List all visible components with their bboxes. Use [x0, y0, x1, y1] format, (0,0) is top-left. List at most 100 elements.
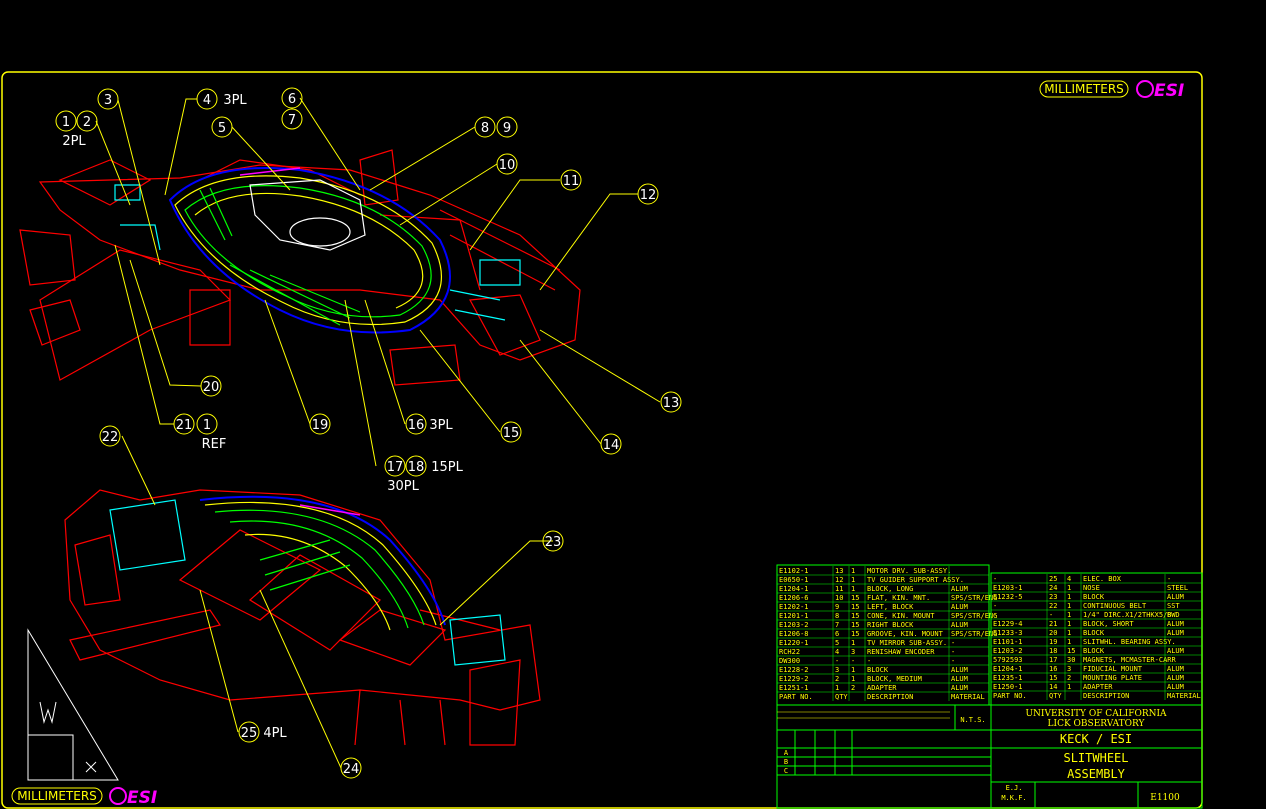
bom-cell: 15 — [851, 594, 859, 602]
esi-logo-top: ESI — [1136, 80, 1184, 101]
bom-cell: 24 — [1049, 584, 1057, 592]
bom-cell: CONTINUOUS BELT — [1083, 602, 1147, 610]
bom-cell: 2 — [1067, 674, 1071, 682]
callout-1: 1 — [62, 115, 70, 130]
bom-cell: ALUM — [951, 621, 968, 629]
bom-cell: 3 — [851, 648, 855, 656]
units-badge-bottom: MILLIMETERS — [11, 787, 103, 805]
bom-cell: - — [951, 648, 955, 656]
leader-lines — [95, 97, 661, 769]
bom-header-cell: QTY — [1049, 692, 1062, 700]
bom-cell: E1206-8 — [779, 630, 809, 638]
callout-4-3pl: 3PL — [223, 93, 247, 108]
callout-16: 16 — [408, 418, 425, 433]
bom-cell: CONE, KIN. MOUNT — [867, 612, 935, 620]
callout-21-1: 1 — [203, 418, 211, 433]
bom-cell: 15 — [1049, 674, 1057, 682]
bom-cell: BLOCK — [1083, 629, 1105, 637]
bom-cell: E1204-1 — [993, 665, 1023, 673]
bom-cell: E1202-1 — [779, 603, 809, 611]
bom-cell: 19 — [1049, 638, 1057, 646]
bom-cell: - — [1049, 611, 1053, 619]
callout-21: 21 — [176, 418, 193, 433]
bom-cell: E1250-1 — [993, 683, 1023, 691]
bom-cell: LEFT, BLOCK — [867, 603, 914, 611]
bom-header-cell: DESCRIPTION — [867, 693, 913, 701]
bom-cell: NOSE — [1083, 584, 1100, 592]
balloon-labels: 1 2 2PL 3 4 3PL 5 6 7 8 9 10 11 12 13 14… — [62, 92, 679, 777]
bom-cell: 8 — [835, 612, 839, 620]
esi-logo-text-top: ESI — [1154, 81, 1184, 101]
bom-cell: E1203-2 — [779, 621, 809, 629]
bom-cell: SPS/STR/ENG — [951, 612, 997, 620]
bom-cell: E1251-1 — [779, 684, 809, 692]
bom-cell: 23 — [1049, 593, 1057, 601]
bom-header-cell: MATERIAL — [1167, 692, 1201, 700]
bom-cell: RIGHT BLOCK — [867, 621, 914, 629]
callout-9: 9 — [503, 121, 511, 136]
bom-cell: E1229-4 — [993, 620, 1023, 628]
bom-cell: BLOCK — [1083, 647, 1105, 655]
bom-cell: ALUM — [951, 675, 968, 683]
slitwheel-iso-bottom-view — [64, 489, 541, 746]
bom-cell: MOTOR DRV. SUB-ASSY. — [867, 567, 951, 575]
bom-header-cell: DESCRIPTION — [1083, 692, 1129, 700]
rev-c: C — [784, 767, 788, 775]
bom-cell: RCH22 — [779, 648, 800, 656]
bom-cell: 15 — [851, 621, 859, 629]
drawn-by: E.J. — [1006, 784, 1023, 792]
callout-6: 6 — [288, 92, 296, 107]
bom-cell: DW300 — [779, 657, 800, 665]
bom-cell: 20 — [1049, 629, 1057, 637]
callout-11: 11 — [563, 174, 580, 189]
bom-cell: 18 — [1049, 647, 1057, 655]
bom-cell: 1 — [1067, 683, 1071, 691]
checked-by: M.K.F. — [1001, 794, 1026, 802]
callout-25: 25 — [241, 726, 258, 741]
bom-cell: 1 — [851, 585, 855, 593]
bom-cell: 21 — [1049, 620, 1057, 628]
bom-cell: ALUM — [1167, 674, 1184, 682]
bom-cell: 11 — [835, 585, 843, 593]
callout-22: 22 — [102, 430, 119, 445]
bom-cell: 1 — [1067, 584, 1071, 592]
bom-cell: 1 — [1067, 620, 1071, 628]
bom-cell: - — [951, 657, 955, 665]
units-badge-text-bottom: MILLIMETERS — [17, 789, 97, 803]
bom-cell: 4 — [1067, 575, 1071, 583]
bom-cell: 2 — [851, 684, 855, 692]
bom-cell: BLOCK — [1083, 593, 1105, 601]
bom-cell: E1204-1 — [779, 585, 809, 593]
bom-cell: E1203-2 — [993, 647, 1023, 655]
bom-cell: - — [835, 657, 839, 665]
units-badge-top: MILLIMETERS — [1039, 80, 1129, 98]
bom-cell: GROOVE, KIN. MOUNT — [867, 630, 944, 638]
callout-7: 7 — [288, 113, 296, 128]
bom-cell: TV GUIDER SUPPORT ASSY. — [867, 576, 964, 584]
bom-cell: BLOCK, MEDIUM — [867, 675, 922, 683]
ucs-icon — [27, 628, 119, 781]
bom-cell: SPS/STR/ENG — [951, 630, 997, 638]
bom-cell: 5792593 — [993, 656, 1023, 664]
bom-cell: 1 — [851, 666, 855, 674]
callout-13: 13 — [663, 396, 680, 411]
esi-logo-bottom: ESI — [109, 787, 157, 808]
bom-cell: 1 — [851, 639, 855, 647]
callout-20: 20 — [203, 380, 220, 395]
bom-cell: E1233-3 — [993, 629, 1023, 637]
bom-cell: 1 — [851, 576, 855, 584]
callout-ref: REF — [202, 437, 227, 452]
callout-19: 19 — [312, 418, 329, 433]
bom-cell: SPS/STR/ENG — [951, 594, 997, 602]
project-name: KECK / ESI — [1060, 732, 1132, 746]
bom-cell: - — [867, 657, 871, 665]
bom-cell: 13 — [835, 567, 843, 575]
bom-cell: 15 — [851, 603, 859, 611]
bom-cell: E1101-1 — [993, 638, 1023, 646]
bom-cell: E1102-1 — [779, 567, 809, 575]
callout-3: 3 — [104, 93, 112, 108]
callout-2pl: 2PL — [62, 134, 86, 149]
bom-cell: 17 — [1049, 656, 1057, 664]
slitwheel-iso-top-view — [19, 149, 581, 386]
